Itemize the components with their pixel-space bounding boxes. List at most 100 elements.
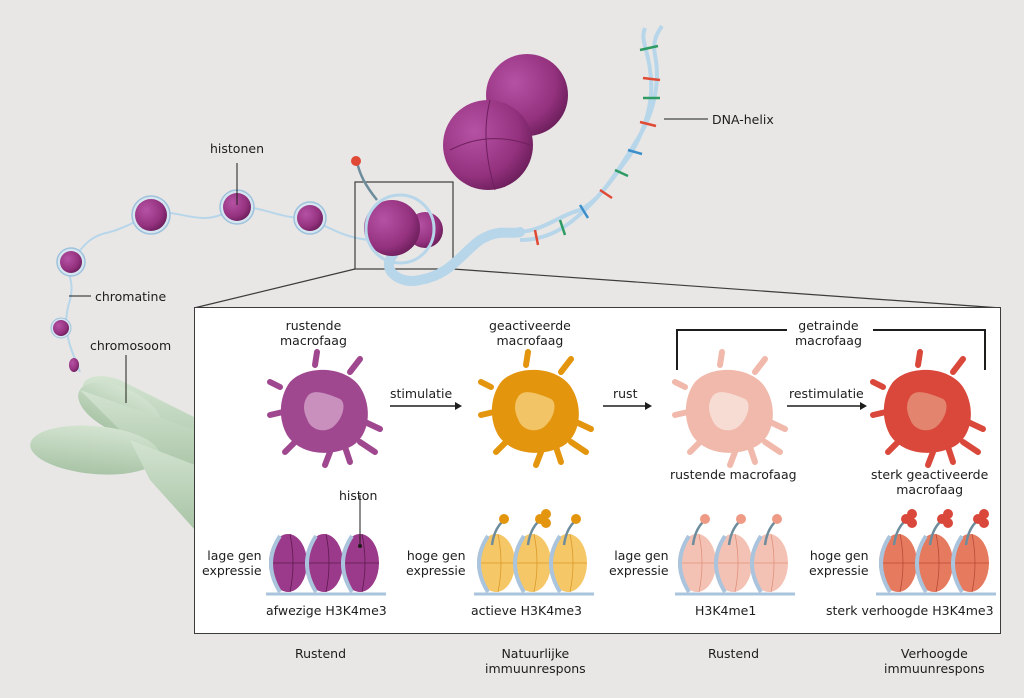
histone-octamer [879, 509, 917, 594]
cell-label-rested: rustende macrofaag [670, 467, 797, 482]
macrophage-cell [672, 349, 788, 468]
methyl-group [907, 509, 917, 519]
arrow-label-rest: rust [613, 386, 638, 401]
cell-protrusion [925, 449, 936, 468]
cell-protrusion [322, 449, 333, 468]
nucleosome [293, 201, 327, 235]
nucleosome-row [266, 533, 386, 596]
methyl-group [541, 509, 551, 519]
methyl-group [772, 514, 782, 524]
histone-octamer [750, 514, 788, 594]
cell-protrusion [312, 349, 320, 368]
methyl-group [907, 518, 917, 528]
cell-protrusion [357, 439, 378, 455]
macrophage-cell [267, 349, 383, 468]
macrophage-cell [870, 349, 986, 468]
nucleosome [219, 189, 255, 225]
nucleosome-row [675, 514, 795, 596]
cell-protrusion [870, 409, 889, 418]
cell-protrusion [347, 356, 363, 375]
methyl-group [541, 518, 551, 528]
cell-protrusion [717, 349, 725, 368]
histone-label: histon [339, 488, 378, 503]
arrow [603, 402, 652, 410]
cell-protrusion [767, 419, 788, 432]
histone-octamer [951, 509, 989, 594]
cell-protrusion [915, 349, 923, 368]
cell-protrusion [533, 449, 544, 468]
cell-protrusion [960, 439, 981, 455]
cell-protrusion [950, 356, 966, 375]
cell-protrusion [558, 356, 574, 375]
cell-protrusion [478, 379, 494, 390]
nucleosome-row [876, 509, 996, 596]
mark-label-3: H3K4me1 [695, 603, 757, 618]
state-label-1: Rustend [295, 646, 347, 661]
cell-protrusion [568, 439, 589, 455]
cell-protrusion [870, 379, 886, 390]
gene-label-2: hoge gen expressie [406, 548, 466, 578]
arrow [390, 402, 462, 410]
chromosome-label: chromosoom [90, 338, 172, 353]
histone-octamer [305, 533, 343, 594]
trained-bracket [676, 329, 986, 370]
histone-octamer [915, 509, 953, 594]
methyl-group [736, 514, 746, 524]
nucleosome [56, 247, 86, 277]
histone-octamer [678, 514, 716, 594]
cell-protrusion [267, 379, 283, 390]
chromosome-shape [30, 376, 200, 530]
cell-protrusion [523, 349, 531, 368]
arrow-label-restimulation: restimulatie [789, 386, 864, 401]
bracket-label-trained: getrainde macrofaag [795, 318, 862, 348]
cell-protrusion [752, 356, 768, 375]
cell-protrusion [362, 419, 383, 432]
cell-protrusion [885, 439, 901, 455]
histone-octamer [477, 514, 515, 594]
histones-label: histonen [210, 141, 264, 156]
chromatin-label: chromatine [95, 289, 167, 304]
methyl-group [979, 518, 989, 528]
cell-protrusion [573, 419, 594, 432]
methyl-group [499, 514, 509, 524]
mark-label-2: actieve H3K4me3 [471, 603, 582, 618]
gene-label-4: hoge gen expressie [809, 548, 869, 578]
methyl-group [700, 514, 710, 524]
mark-label-1: afwezige H3K4me3 [266, 603, 387, 618]
cell-protrusion [965, 419, 986, 432]
gene-label-3: lage gen expressie [609, 548, 669, 578]
cell-protrusion [267, 409, 286, 418]
cell-protrusion [945, 444, 956, 465]
cell-protrusion [672, 379, 688, 390]
cell-nucleus [304, 392, 344, 431]
cell-protrusion [727, 449, 738, 468]
histone-octamer [714, 514, 752, 594]
gene-label-1: lage gen expressie [202, 548, 262, 578]
macrophage-cell [478, 349, 594, 468]
mark-label-4: sterk verhoogde H3K4me3 [826, 603, 994, 618]
cell-protrusion [762, 439, 783, 455]
cell-nucleus [709, 392, 749, 431]
histone-octamer [269, 533, 307, 594]
nucleosome-row [474, 509, 594, 596]
histone-octamer [341, 533, 379, 594]
nucleosome [50, 317, 72, 339]
state-label-4: Verhoogde immuunrespons [884, 646, 985, 676]
methyl-group [943, 518, 953, 528]
cell-protrusion [493, 439, 509, 455]
cell-protrusion [747, 444, 758, 465]
cell-protrusion [282, 439, 298, 455]
nucleosome [131, 195, 171, 235]
cell-protrusion [342, 444, 353, 465]
cell-nucleus [907, 392, 947, 431]
cell-nucleus [515, 392, 555, 431]
histone-octamer [549, 514, 587, 594]
methyl-group [979, 509, 989, 519]
cell-protrusion [672, 409, 691, 418]
state-label-3: Rustend [708, 646, 760, 661]
nucleosome [69, 358, 79, 372]
cell-protrusion [553, 444, 564, 465]
cell-label-resting: rustende macrofaag [280, 318, 347, 348]
methyl-group [571, 514, 581, 524]
